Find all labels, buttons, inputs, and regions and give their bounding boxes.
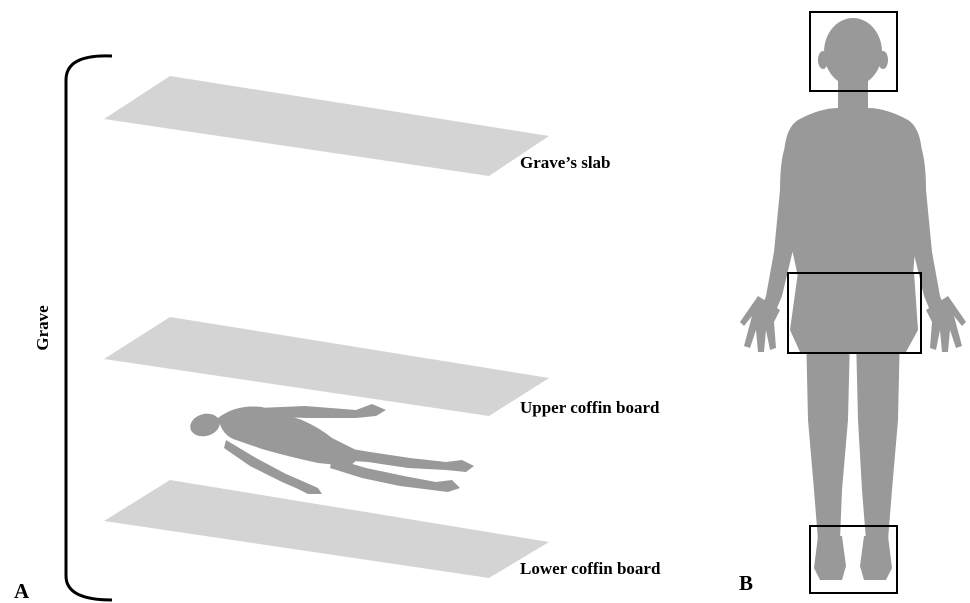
panel-b-letter: B: [739, 571, 753, 595]
standing-body-silhouette: [740, 18, 966, 580]
upper-coffin-board-label: Upper coffin board: [520, 398, 660, 417]
panel-a-letter: A: [14, 579, 30, 603]
grave-bracket: [66, 56, 112, 600]
upper-coffin-board-plane: [104, 317, 549, 416]
panel-a: Grave Grave’s slab Upper coffin board Lo…: [14, 56, 661, 603]
grave-label: Grave: [33, 305, 52, 351]
panel-b: B: [739, 12, 966, 595]
lower-coffin-board-plane: [104, 480, 549, 578]
lower-coffin-board-label: Lower coffin board: [520, 559, 661, 578]
graves-slab-plane: [104, 76, 549, 176]
graves-slab-label: Grave’s slab: [520, 153, 611, 172]
lying-body-silhouette: [188, 404, 474, 494]
